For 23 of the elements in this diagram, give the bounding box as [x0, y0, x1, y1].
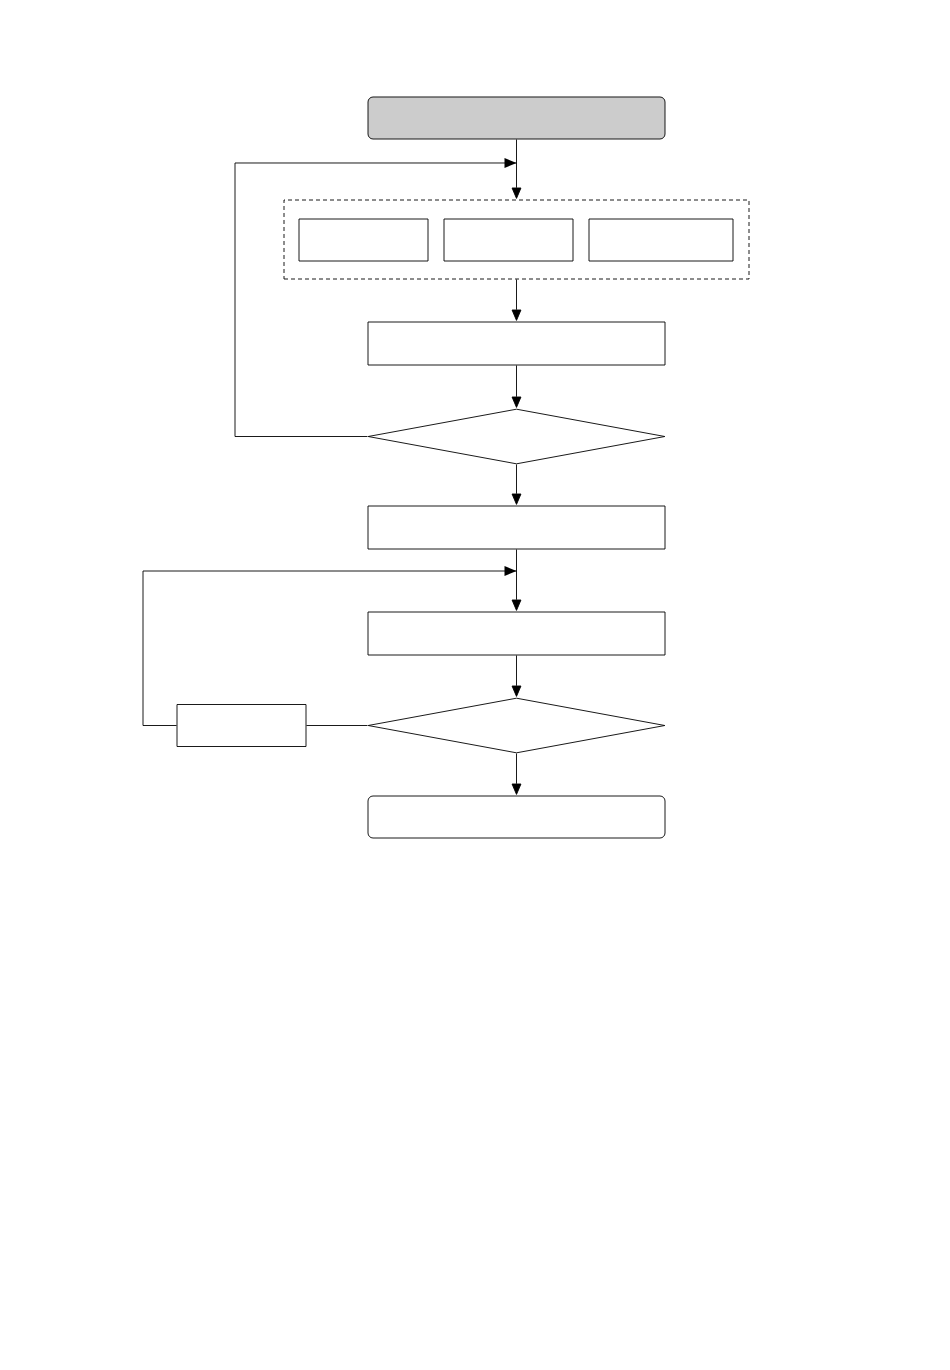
- connector-line: [516, 139, 517, 164]
- connector-line: [516, 549, 517, 572]
- process-box: [298, 218, 429, 262]
- process-box: [176, 704, 307, 747]
- arrow: [142, 566, 517, 726]
- process-box: [367, 321, 666, 366]
- process-box: [367, 505, 666, 550]
- process-box: [443, 218, 574, 262]
- arrow: [511, 655, 522, 697]
- decision-diamond: [367, 697, 666, 754]
- arrow: [511, 570, 522, 611]
- process-box: [588, 218, 734, 262]
- arrow: [511, 279, 522, 321]
- end-box: [367, 795, 666, 839]
- process-box: [367, 611, 666, 656]
- arrow: [511, 365, 522, 408]
- start-box: [367, 96, 666, 140]
- arrow: [234, 158, 517, 437]
- arrow: [511, 464, 522, 505]
- decision-diamond: [367, 408, 666, 465]
- connector-line: [306, 725, 368, 726]
- arrow: [511, 753, 522, 795]
- arrow: [511, 162, 522, 199]
